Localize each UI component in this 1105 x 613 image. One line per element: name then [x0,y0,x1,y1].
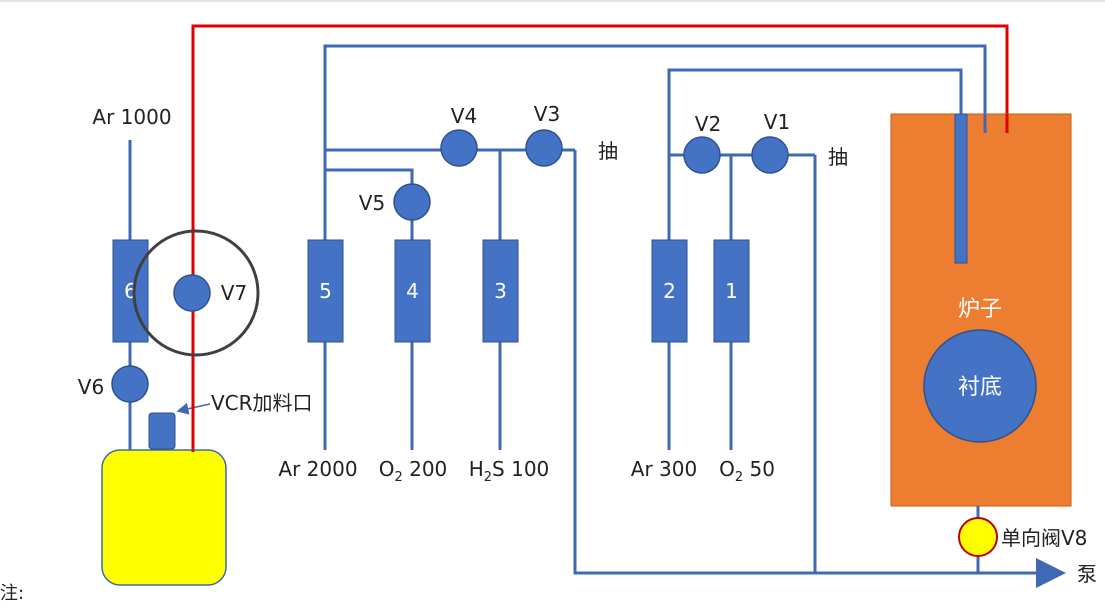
source-o2-50: O2 50 [719,457,775,485]
valve-v5-label: V5 [359,191,385,215]
valve-v6[interactable] [111,365,149,403]
pump-out-label-2: 抽 [828,145,848,169]
flowmeters: 6 5 4 3 2 1 [112,239,750,343]
vcr-port [148,412,176,450]
flowmeter-4-label: 4 [406,279,419,303]
valve-v7[interactable] [173,274,211,312]
flowmeter-5-label: 5 [319,279,332,303]
red-line [191,24,1009,450]
flowmeter-3 [482,239,519,343]
flowmeter-2 [651,239,688,343]
valve-v6-label: V6 [78,375,104,399]
source-ar1000: Ar 1000 [92,105,171,129]
pump-label: 泵 [1077,562,1097,586]
flowmeter-2-label: 2 [663,279,676,303]
substrate [923,329,1037,443]
valve-v3[interactable] [525,129,563,167]
flowmeter-1-label: 1 [725,279,738,303]
check-valve-v8[interactable] [958,517,998,557]
pump-out-label-1: 抽 [598,139,618,163]
valve-v4-label: V4 [451,104,477,128]
flowmeter-1 [713,239,750,343]
pipe-to-pump [573,150,1066,588]
flowmeter-5 [307,239,344,343]
flowmeter-4 [394,239,431,343]
source-ar300: Ar 300 [631,457,697,481]
valve-v5[interactable] [393,183,431,221]
valve-v2[interactable] [683,136,721,174]
flowmeter-6 [112,239,149,343]
substrate-label: 衬底 [958,375,1002,400]
check-valve-v8-label: 单向阀V8 [1001,526,1087,550]
valve-v3-label: V3 [534,102,560,126]
source-o2-200: O2 200 [379,457,448,485]
valve-v2-label: V2 [695,112,721,136]
valve-v4[interactable] [440,129,478,167]
valve-v1-label: V1 [764,110,790,134]
note-label: 注: [0,583,25,604]
valve-v7-label: V7 [221,281,247,305]
valves [111,129,998,557]
vcr-port-label: VCR加料口 [211,391,313,415]
tank [101,449,227,586]
furnace-label: 炉子 [958,297,1002,322]
valve-v1[interactable] [751,136,789,174]
v7-highlight-ring [132,229,260,357]
source-ar2000: Ar 2000 [278,457,357,481]
flowmeter-3-label: 3 [494,279,507,303]
pipe-outer-loop [323,44,987,240]
furnace-inlet-tube [954,113,968,264]
source-h2s-100: H2S 100 [469,457,550,485]
